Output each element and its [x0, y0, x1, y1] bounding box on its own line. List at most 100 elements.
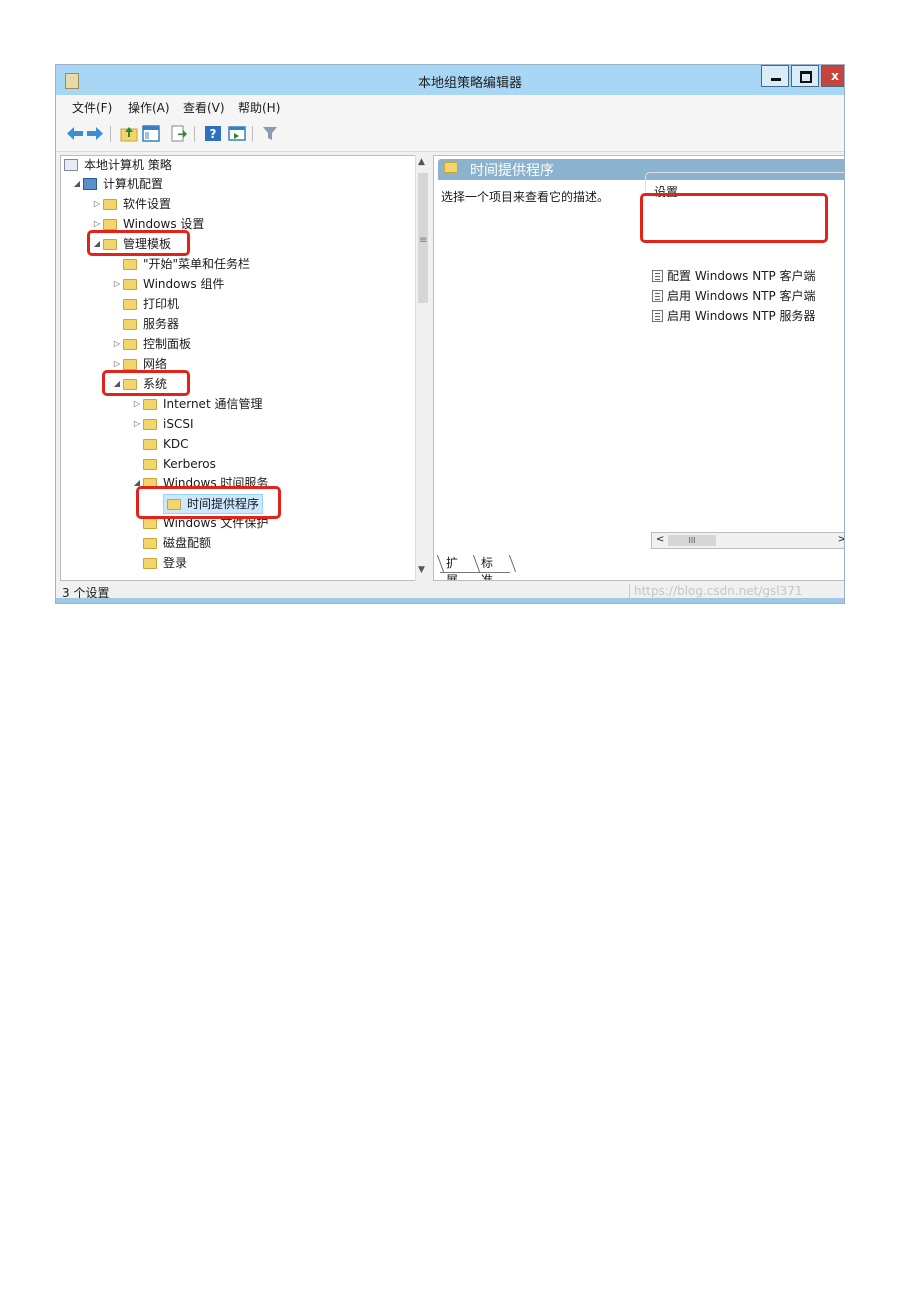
tree-node-label: 时间提供程序	[187, 497, 260, 511]
tree-node-admin-templates[interactable]: ◢ 管理模板	[91, 235, 171, 253]
scroll-left-icon[interactable]: <	[656, 534, 665, 545]
tab-standard[interactable]: 标准	[481, 556, 494, 581]
setting-item-enable-ntp-client[interactable]: 启用 Windows NTP 客户端	[652, 287, 816, 305]
filter-icon[interactable]	[261, 125, 279, 142]
tree-node-logon[interactable]: 登录	[143, 554, 187, 572]
back-arrow-icon[interactable]	[66, 125, 84, 142]
status-separator	[629, 584, 630, 598]
details-pane: 时间提供程序 选择一个项目来查看它的描述。 设置 配置 Windows NTP …	[433, 155, 844, 581]
tree-node-windows-components[interactable]: ▷ Windows 组件	[111, 275, 224, 293]
expanded-arrow-icon[interactable]: ◢	[73, 179, 81, 188]
details-header: 时间提供程序	[438, 159, 844, 180]
tab-divider	[436, 555, 445, 572]
settings-horizontal-scrollbar[interactable]: < III >	[651, 532, 844, 549]
folder-icon	[143, 558, 157, 569]
svg-text:?: ?	[210, 127, 217, 141]
scroll-down-icon[interactable]: ▼	[418, 565, 425, 575]
scrollbar-thumb[interactable]	[418, 173, 428, 303]
column-header-setting[interactable]: 设置	[654, 185, 679, 199]
policy-setting-icon	[652, 290, 663, 302]
tree-node-time-providers[interactable]: 时间提供程序	[163, 494, 264, 514]
close-button[interactable]: x	[821, 65, 844, 87]
tree-node-printers[interactable]: 打印机	[123, 295, 179, 313]
minimize-button[interactable]	[761, 65, 789, 87]
tree-node-label: Windows 时间服务	[163, 476, 269, 490]
tree-node-network[interactable]: ▷网络	[111, 355, 167, 373]
folder-icon	[143, 419, 157, 430]
tree-vertical-scrollbar[interactable]: ▲ ≡ ▼	[415, 155, 430, 581]
folder-icon	[103, 219, 117, 230]
collapsed-arrow-icon[interactable]: ▷	[93, 199, 101, 208]
forward-arrow-icon[interactable]	[86, 125, 104, 142]
window-title: 本地组策略编辑器	[417, 76, 522, 91]
tree-node-label: Windows 设置	[123, 217, 205, 231]
status-text: 3 个设置	[62, 586, 110, 600]
folder-icon	[123, 359, 137, 370]
tab-extended[interactable]: 扩展	[446, 556, 459, 581]
tree-node-iscsi[interactable]: ▷iSCSI	[131, 415, 194, 433]
folder-icon	[143, 518, 157, 529]
tree-node-windows-time[interactable]: ◢ Windows 时间服务	[131, 474, 268, 492]
folder-icon	[444, 162, 458, 173]
tree-node-label: 软件设置	[123, 197, 172, 211]
export-list-icon[interactable]	[170, 125, 188, 142]
tree-node-kdc[interactable]: KDC	[143, 435, 189, 453]
settings-list-header: 设置	[645, 172, 844, 199]
tree-node-file-protection[interactable]: Windows 文件保护	[143, 514, 268, 532]
console-tree: 本地计算机 策略 ◢计算机配置 ▷软件设置 ▷Windows 设置 ◢管理模板 …	[60, 155, 417, 581]
tree-node-label: Windows 组件	[143, 277, 225, 291]
tree-node-label: 登录	[163, 556, 188, 570]
watermark-text: https://blog.csdn.net/gsl371	[634, 584, 803, 598]
tree-node-start-menu[interactable]: "开始"菜单和任务栏	[123, 255, 250, 273]
computer-icon	[83, 178, 97, 190]
collapsed-arrow-icon[interactable]: ▷	[113, 359, 121, 368]
menu-help[interactable]: 帮助(H)	[238, 101, 281, 115]
tree-node-label: 控制面板	[143, 337, 192, 351]
show-hide-tree-icon[interactable]	[142, 125, 160, 142]
tree-node-control-panel[interactable]: ▷ 控制面板	[111, 335, 191, 353]
maximize-button[interactable]	[791, 65, 819, 87]
up-folder-icon[interactable]	[120, 125, 138, 142]
tree-node-server[interactable]: 服务器	[123, 315, 179, 333]
setting-item-enable-ntp-server[interactable]: 启用 Windows NTP 服务器	[652, 307, 816, 325]
menu-action[interactable]: 操作(A)	[128, 101, 170, 115]
tree-node-label: "开始"菜单和任务栏	[143, 257, 251, 271]
folder-icon	[143, 478, 157, 489]
folder-icon	[123, 339, 137, 350]
tree-node-label: 系统	[143, 377, 168, 391]
properties-icon[interactable]	[228, 125, 246, 142]
help-icon[interactable]: ?	[204, 125, 222, 142]
gpedit-window: 本地组策略编辑器 x 文件(F) 操作(A) 查看(V) 帮助(H) ? 本地计…	[55, 64, 845, 604]
setting-item-configure-ntp-client[interactable]: 配置 Windows NTP 客户端	[652, 267, 816, 285]
scroll-right-icon[interactable]: >	[838, 534, 844, 545]
toolbar: ?	[56, 117, 844, 152]
expanded-arrow-icon[interactable]: ◢	[133, 478, 141, 487]
tree-node-computer-config[interactable]: ◢计算机配置	[71, 175, 163, 193]
tree-node-label: 管理模板	[123, 237, 172, 251]
expanded-arrow-icon[interactable]: ◢	[113, 379, 121, 388]
collapsed-arrow-icon[interactable]: ▷	[133, 419, 141, 428]
collapsed-arrow-icon[interactable]: ▷	[113, 339, 121, 348]
folder-icon	[143, 399, 157, 410]
toolbar-separator	[194, 126, 195, 142]
scrollbar-thumb[interactable]: III	[668, 535, 716, 546]
expanded-arrow-icon[interactable]: ◢	[93, 239, 101, 248]
tree-node-local-policy[interactable]: 本地计算机 策略	[64, 156, 172, 174]
collapsed-arrow-icon[interactable]: ▷	[133, 399, 141, 408]
menu-view[interactable]: 查看(V)	[183, 101, 225, 115]
menu-file[interactable]: 文件(F)	[72, 101, 113, 115]
title-bar[interactable]: 本地组策略编辑器 x	[56, 65, 844, 95]
tree-node-label: 打印机	[143, 297, 180, 311]
tab-divider	[472, 555, 481, 572]
tree-node-kerberos[interactable]: Kerberos	[143, 455, 216, 473]
tree-node-disk-quota[interactable]: 磁盘配额	[143, 534, 211, 552]
collapsed-arrow-icon[interactable]: ▷	[113, 279, 121, 288]
tree-node-software-settings[interactable]: ▷ 软件设置	[91, 195, 171, 213]
status-bar: 3 个设置 https://blog.csdn.net/gsl371	[56, 582, 844, 600]
tree-node-internet-comm[interactable]: ▷Internet 通信管理	[131, 395, 263, 413]
scroll-up-icon[interactable]: ▲	[418, 157, 425, 167]
tree-node-system[interactable]: ◢ 系统	[111, 375, 167, 393]
tree-node-windows-settings[interactable]: ▷ Windows 设置	[91, 215, 204, 233]
collapsed-arrow-icon[interactable]: ▷	[93, 219, 101, 228]
details-header-title: 时间提供程序	[470, 163, 554, 179]
